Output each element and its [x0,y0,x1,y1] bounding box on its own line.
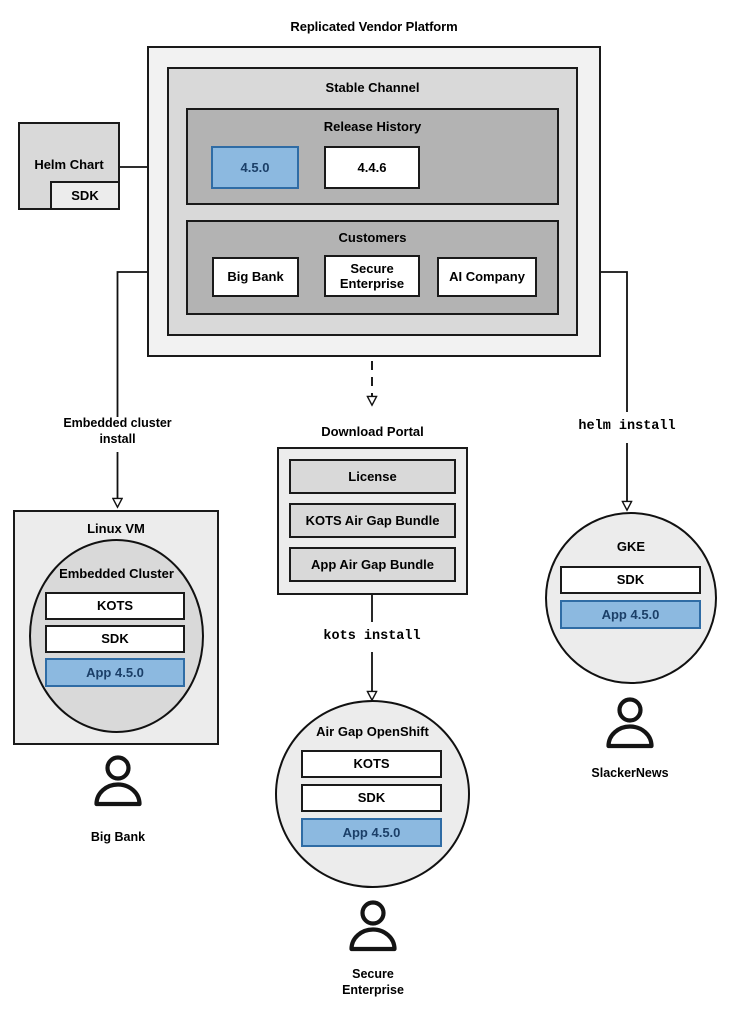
stable-channel-title: Stable Channel [325,80,420,95]
customer-ai-company[interactable]: AI Company [437,257,537,297]
linux-vm-component-kots[interactable]: KOTS [45,592,185,620]
gke-title: GKE [616,539,646,554]
portal-artifact-app-airgap-bundle[interactable]: App Air Gap Bundle [289,547,456,582]
air-gap-openshift-title: Air Gap OpenShift [316,724,429,739]
portal-artifact-kots-airgap-bundle[interactable]: KOTS Air Gap Bundle [289,503,456,538]
person-icon-slackernews [606,697,654,749]
helm-chart-sdk-box[interactable]: SDK [50,181,120,210]
linux-vm-component-sdk[interactable]: SDK [45,625,185,653]
person-icon-secure-enterprise [349,900,397,952]
portal-artifact-license[interactable]: License [289,459,456,494]
actor-label-slackernews: SlackerNews [591,766,669,780]
diagram-title: Replicated Vendor Platform [290,19,458,34]
person-icon-big-bank [94,755,142,807]
release-item-4-5-0[interactable]: 4.5.0 [211,146,299,189]
gke-ellipse [545,512,717,684]
download-portal-title: Download Portal [321,424,424,439]
linux-vm-component-app[interactable]: App 4.5.0 [45,658,185,687]
release-item-4-4-6[interactable]: 4.4.6 [324,146,420,189]
gke-component-sdk[interactable]: SDK [560,566,701,594]
actor-label-big-bank: Big Bank [90,830,146,844]
embedded-cluster-title: Embedded Cluster [59,566,174,581]
customer-big-bank[interactable]: Big Bank [212,257,299,297]
gke-component-app[interactable]: App 4.5.0 [560,600,701,629]
customers-title: Customers [338,230,407,245]
openshift-component-app[interactable]: App 4.5.0 [301,818,442,847]
actor-label-secure-enterprise: Secure Enterprise [342,967,404,997]
release-history-title: Release History [323,119,422,134]
edge-label-helm-install: helm install [578,419,676,434]
customer-secure-enterprise[interactable]: Secure Enterprise [324,255,420,297]
edge-label-kots-install: kots install [323,629,421,644]
openshift-component-sdk[interactable]: SDK [301,784,442,812]
helm-chart-label: Helm Chart [34,157,104,172]
openshift-component-kots[interactable]: KOTS [301,750,442,778]
edge-label-embedded-cluster-install: Embedded cluster install [63,416,172,446]
linux-vm-title: Linux VM [87,521,145,536]
